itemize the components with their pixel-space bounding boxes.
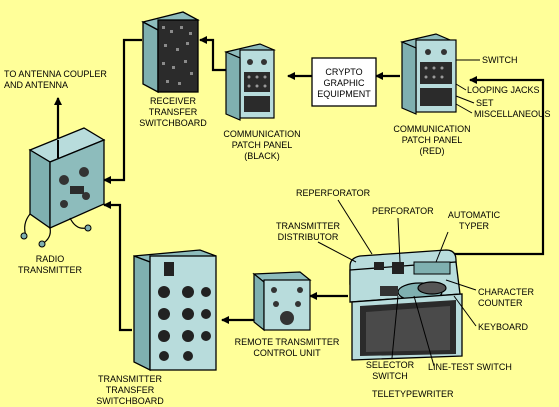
label-looping-jacks: LOOPING JACKS bbox=[467, 85, 540, 95]
label-red-1: COMMUNICATION bbox=[393, 124, 470, 134]
label-receiver-2: TRANSFER bbox=[149, 107, 198, 117]
remote-control-unit bbox=[252, 271, 312, 332]
crypto-label-2: GRAPHIC bbox=[323, 78, 365, 88]
radio-transmitter bbox=[20, 127, 106, 248]
teletype-leaders bbox=[317, 199, 477, 367]
label-txdist-1: TRANSMITTER bbox=[276, 221, 340, 231]
label-miscellaneous: MISCELLANEOUS bbox=[474, 109, 551, 119]
label-txtransfer-3: SWITCHBOARD bbox=[96, 396, 164, 406]
label-reperforator: REPERFORATOR bbox=[296, 188, 371, 198]
label-automatic-2: TYPER bbox=[459, 221, 490, 231]
label-radio-2: TRANSMITTER bbox=[18, 265, 82, 275]
label-txdist-2: DISTRIBUTOR bbox=[278, 232, 339, 242]
label-character-2: COUNTER bbox=[478, 298, 523, 308]
connection-lines bbox=[54, 36, 545, 332]
label-teletypewriter: TELETYPEWRITER bbox=[372, 389, 454, 399]
labels: TO ANTENNA COUPLER AND ANTENNA RECEIVER … bbox=[4, 55, 551, 406]
label-txtransfer-1: TRANSMITTER bbox=[98, 374, 162, 384]
crypto-label-1: CRYPTO bbox=[325, 67, 362, 77]
label-red-3: (RED) bbox=[420, 146, 445, 156]
label-keyboard: KEYBOARD bbox=[478, 322, 529, 332]
line-teletype-to-red-panel bbox=[445, 76, 545, 256]
line-txtransfer-to-radio bbox=[103, 201, 132, 332]
teletypewriter bbox=[349, 249, 463, 361]
label-character-1: CHARACTER bbox=[478, 287, 535, 297]
label-receiver-1: RECEIVER bbox=[150, 96, 197, 106]
crypto-box: CRYPTO GRAPHIC EQUIPMENT bbox=[311, 57, 377, 107]
label-receiver-3: SWITCHBOARD bbox=[139, 118, 207, 128]
label-remote-1: REMOTE TRANSMITTER bbox=[235, 337, 340, 347]
label-red-2: PATCH PANEL bbox=[402, 135, 463, 145]
label-line-test: LINE-TEST SWITCH bbox=[428, 362, 512, 372]
patch-panel-red bbox=[400, 33, 457, 115]
crypto-label-3: EQUIPMENT bbox=[317, 89, 371, 99]
red-panel-leaders bbox=[455, 59, 480, 114]
line-black-to-receiver bbox=[199, 36, 226, 72]
line-receiver-to-radio bbox=[103, 38, 142, 184]
label-black-2: PATCH PANEL bbox=[232, 140, 293, 150]
label-automatic-1: AUTOMATIC bbox=[448, 210, 501, 220]
label-txtransfer-2: TRANSFER bbox=[106, 385, 155, 395]
label-switch: SWITCH bbox=[482, 55, 518, 65]
transmitter-transfer-switchboard bbox=[133, 249, 217, 372]
label-black-3: (BLACK) bbox=[244, 151, 280, 161]
label-set: SET bbox=[476, 98, 494, 108]
label-radio-1: RADIO bbox=[36, 254, 65, 264]
label-black-1: COMMUNICATION bbox=[223, 129, 300, 139]
label-antenna-2: AND ANTENNA bbox=[4, 80, 68, 90]
receiver-transfer-switchboard bbox=[141, 11, 200, 94]
patch-panel-black bbox=[224, 43, 276, 121]
label-perforator: PERFORATOR bbox=[372, 206, 434, 216]
label-selector-2: SWITCH bbox=[372, 371, 408, 381]
label-selector-1: SELECTOR bbox=[366, 360, 415, 370]
label-antenna-1: TO ANTENNA COUPLER bbox=[4, 69, 107, 79]
label-remote-2: CONTROL UNIT bbox=[253, 348, 321, 358]
